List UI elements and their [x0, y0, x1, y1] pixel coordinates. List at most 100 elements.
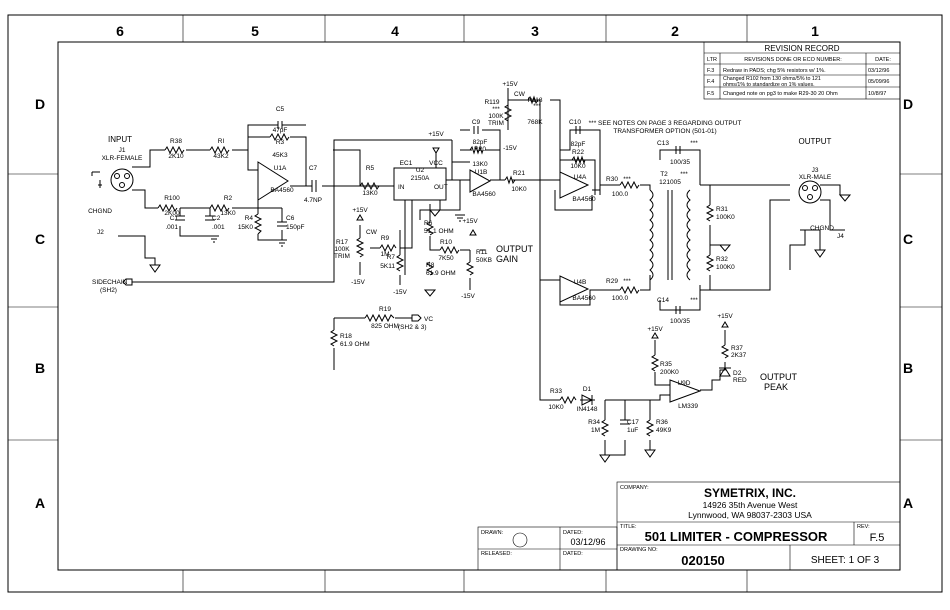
r18-value: 61.9 OHM — [340, 341, 370, 348]
resistor-r100 — [157, 203, 178, 213]
vca-u2 — [393, 167, 447, 201]
r22-label: R22 — [572, 149, 584, 156]
r119-label: R119 — [484, 99, 499, 106]
sh2-label: (SH2) — [100, 287, 117, 294]
resistor-r18 — [329, 329, 339, 347]
xlr-j1-body — [110, 168, 134, 192]
released-label: RELEASED: — [481, 551, 512, 557]
capacitor-c6 — [277, 221, 287, 227]
r38-value: 2K10 — [168, 153, 184, 160]
r4-value: 15K0 — [238, 224, 254, 231]
r17-supply-label: +15V — [352, 207, 368, 214]
resistor-r30 — [619, 180, 640, 190]
r11-value: 50KB — [476, 257, 492, 264]
r1-value: 43K2 — [213, 153, 229, 160]
r2-label: R2 — [224, 195, 233, 202]
zone-top-2: 2 — [671, 23, 679, 39]
c9-label: C9 — [472, 119, 481, 126]
output-peak-label-line2: PEAK — [764, 382, 788, 392]
r3-label: R3 — [276, 139, 285, 146]
drawing-title: 501 LIMITER - COMPRESSOR — [645, 529, 828, 544]
r35-value: 200K0 — [660, 369, 679, 376]
capacitor-c10 — [575, 126, 581, 134]
comparator-u9d — [669, 379, 702, 403]
u2-out-pin: OUT — [434, 184, 448, 191]
u9d-label: U9D — [677, 380, 690, 387]
zone-side-b-right: B — [903, 360, 913, 376]
r32-value: 100K0 — [716, 264, 735, 271]
r30-value: 100.0 — [612, 191, 629, 198]
r11-supply-label: +15V — [462, 218, 478, 225]
revision-header-date: DATE: — [875, 57, 891, 63]
company-name: SYMETRIX, INC. — [704, 486, 796, 500]
c5-label: C5 — [276, 106, 285, 113]
capacitor-c14 — [675, 306, 681, 314]
r118-stars: *** — [533, 103, 541, 110]
c2-label: C2 — [212, 215, 221, 222]
j2-label: J2 — [97, 229, 104, 236]
revision-row-ltr: F.5 — [707, 91, 714, 97]
r118-label: R118 — [527, 97, 542, 104]
u1a-label: U1A — [274, 165, 287, 172]
r33-label: R33 — [550, 388, 562, 395]
opamp-u4a — [559, 171, 590, 199]
r3-value: 45K3 — [272, 152, 288, 159]
c7-label: C7 — [309, 165, 318, 172]
c14-stars: *** — [690, 297, 698, 304]
c10-label: C10 — [569, 119, 581, 126]
r100-value: 2K00 — [164, 210, 180, 217]
u2-label: U2 — [416, 167, 425, 174]
resistor-r2 — [209, 203, 230, 213]
c6-label: C6 — [286, 215, 295, 222]
r37-supply-label: +15V — [717, 313, 733, 320]
c10-value: 82pF — [571, 141, 586, 148]
diode-d1 — [581, 394, 594, 406]
zone-side-c-left: C — [35, 231, 45, 247]
revision-row-desc: Redraw in PADS; chg 5% resistors w/ 1%. — [723, 68, 826, 74]
zone-ticks — [8, 15, 942, 592]
capacitor-c1 — [175, 215, 185, 221]
d2-label: D2 — [733, 370, 742, 377]
r17-neg-supply-label: -15V — [351, 279, 365, 286]
c13-value: 100/35 — [670, 159, 690, 166]
c17-value: 1uF — [627, 427, 638, 434]
u2-supply-label: +15V — [428, 131, 444, 138]
r17-trim-label: TRIM — [334, 253, 350, 260]
d1-label: D1 — [583, 386, 592, 393]
u1b-label: U1B — [475, 169, 488, 176]
chgnd1-label: CHGND — [88, 208, 112, 215]
r22-value: 10K0 — [570, 163, 586, 170]
drawn-initials-stamp — [512, 532, 528, 548]
input-label: INPUT — [108, 135, 132, 144]
u4b-label: U4B — [574, 279, 587, 286]
resistor-r38 — [164, 145, 185, 155]
drawn-label: DRAWN: — [481, 530, 504, 536]
j1-type-label: XLR-FEMALE — [102, 155, 143, 162]
revision-header-ltr: LTR — [707, 57, 717, 63]
r17-value: 100K — [334, 246, 350, 253]
resistor-r1 — [209, 145, 230, 155]
r5-value: 13K0 — [362, 190, 378, 197]
wires — [91, 99, 845, 456]
c13-label: C13 — [657, 140, 669, 147]
c1-label: C1 — [170, 215, 179, 222]
r6-label: R6 — [424, 220, 433, 227]
r36-value: 49K9 — [656, 427, 672, 434]
r37-label: R37 — [731, 345, 743, 352]
r119-cw-label: CW — [514, 91, 526, 98]
r2-value: 13K0 — [220, 210, 236, 217]
resistor-r21 — [504, 175, 516, 185]
c17-label: C17 — [627, 419, 639, 426]
revision-row-ltr: F.3 — [707, 68, 714, 74]
transformer-core — [667, 190, 673, 280]
revision-row-desc-line2: ohms/1% to standardize on 1% values. — [723, 82, 815, 88]
title-block: COMPANY: SYMETRIX, INC. 14926 35th Avenu… — [477, 481, 901, 571]
t2-stars: *** — [680, 171, 688, 178]
u4b-value: BA4560 — [572, 295, 596, 302]
resistor-r22 — [571, 155, 586, 165]
r119-value: 100K — [488, 113, 504, 120]
opamp-u1b — [469, 169, 492, 193]
revision-title: REVISION RECORD — [764, 44, 839, 53]
c2-value: .001 — [212, 224, 225, 231]
